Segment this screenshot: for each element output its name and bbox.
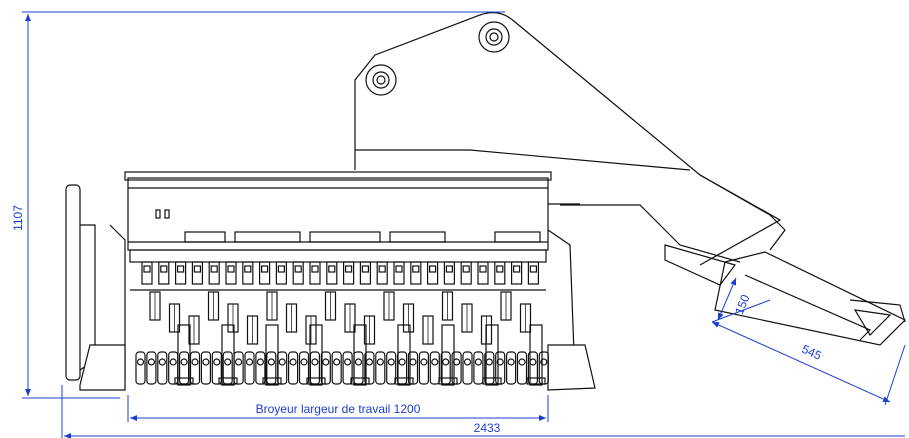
arm-length-label: 545 [800,342,824,363]
dimension-overall-length: 2433 [61,385,905,438]
dimension-working-width: Broyeur largeur de travail 1200 [127,395,549,422]
height-dimension-label: 1107 [11,205,25,231]
flail-rotor [135,261,549,386]
right-skid [547,344,596,391]
mulcher-housing [127,177,549,251]
boom-arm [354,12,907,346]
left-side-plate [65,184,81,381]
overall-length-label: 2433 [474,421,501,435]
working-width-label: Broyeur largeur de travail 1200 [256,402,421,416]
pivot-pin-left [365,64,397,96]
dimension-height: 1107 [11,11,505,399]
dimension-arm-length: 545 [711,321,906,406]
mulcher-body [65,171,596,391]
left-skid [79,344,126,391]
pivot-pin-right [478,21,510,53]
head-width-label: 150 [732,292,753,316]
